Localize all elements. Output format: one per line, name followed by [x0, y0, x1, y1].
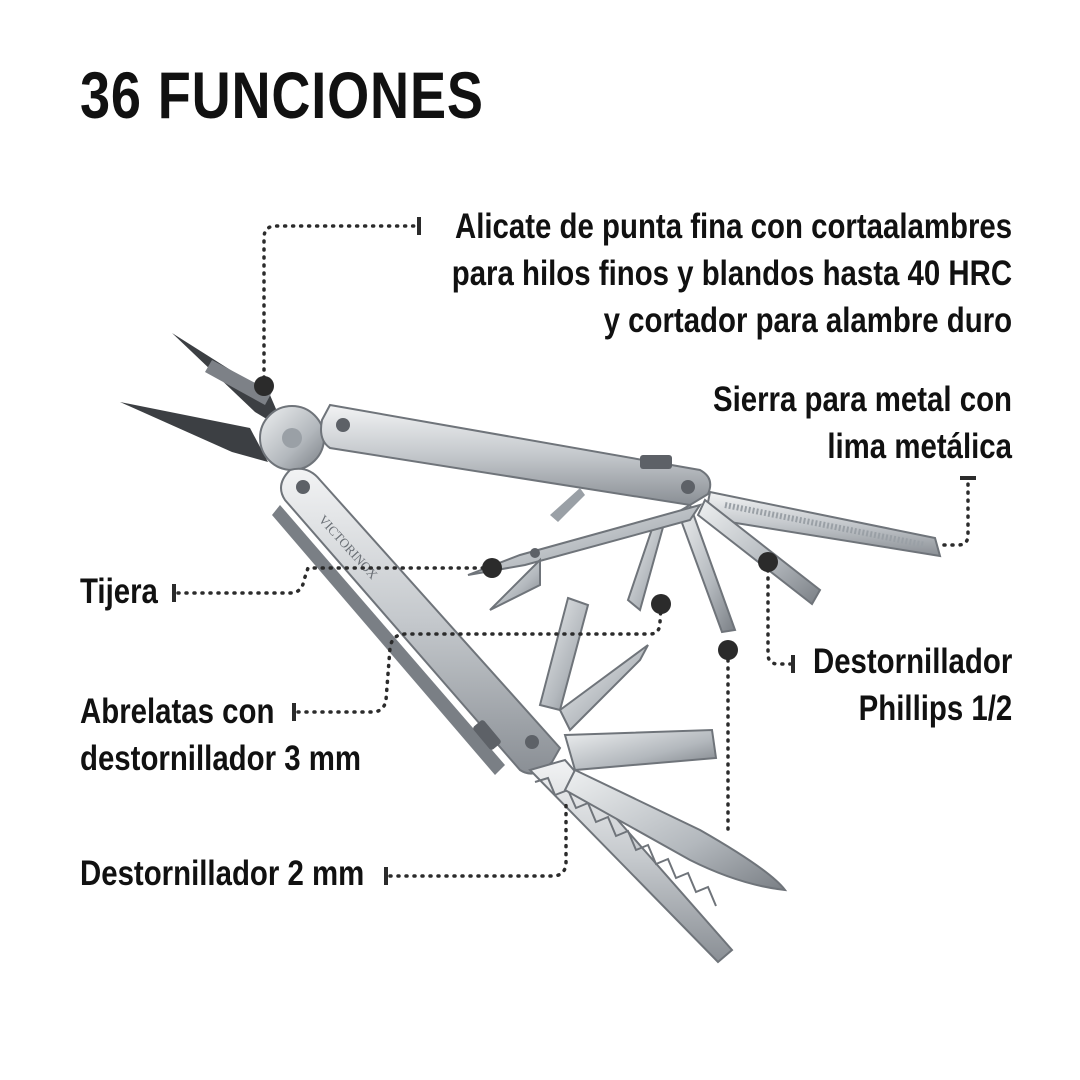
scissors-icon	[467, 488, 703, 611]
leader-saw	[942, 480, 970, 547]
callout-can-opener-line-1: Abrelatas con	[80, 692, 275, 731]
callout-saw-line-1: Sierra para metal con	[712, 380, 1012, 419]
leader-pliers	[262, 224, 417, 388]
leader-can-opener	[296, 604, 663, 714]
callout-phillips-screwdriver: Destornillador Phillips 1/2	[775, 638, 1012, 732]
callout-screwdriver-2mm: Destornillador 2 mm	[80, 850, 418, 897]
upper-handle	[320, 403, 712, 507]
callout-can-opener-line-2: destornillador 3 mm	[80, 739, 362, 778]
callout-phillips-line-2: Phillips 1/2	[858, 689, 1012, 728]
phillips-screwdriver-icon	[696, 498, 822, 606]
lower-handle: VICTORINOX	[272, 467, 562, 775]
callout-scissors: Tijera	[80, 568, 173, 615]
callout-can-opener: Abrelatas con destornillador 3 mm	[80, 688, 415, 782]
callout-scissors-line-1: Tijera	[80, 572, 158, 611]
leader-screwdriver-2mm	[388, 798, 568, 878]
callout-pliers-line-2: para hilos finos y blandos hasta 40 HRC	[451, 254, 1012, 293]
blade-icon	[563, 768, 788, 892]
page-title: 36 FUNCIONES	[80, 58, 484, 132]
callout-phillips-line-1: Destornillador	[812, 642, 1012, 681]
callout-screwdriver-2mm-line-1: Destornillador 2 mm	[80, 854, 365, 893]
callout-pliers-line-1: Alicate de punta fina con cortaalambres	[454, 207, 1012, 246]
can-opener-icon	[538, 596, 718, 772]
pliers-icon	[120, 333, 325, 471]
leader-lines	[176, 224, 970, 878]
callout-metal-saw: Sierra para metal con lima metálica	[656, 376, 1012, 470]
callout-pliers-line-3: y cortador para alambre duro	[603, 301, 1012, 340]
leader-scissors	[176, 566, 494, 595]
callout-pliers: Alicate de punta fina con cortaalambres …	[345, 203, 1012, 344]
callout-saw-line-2: lima metálica	[827, 427, 1012, 466]
leader-markers	[172, 217, 976, 885]
